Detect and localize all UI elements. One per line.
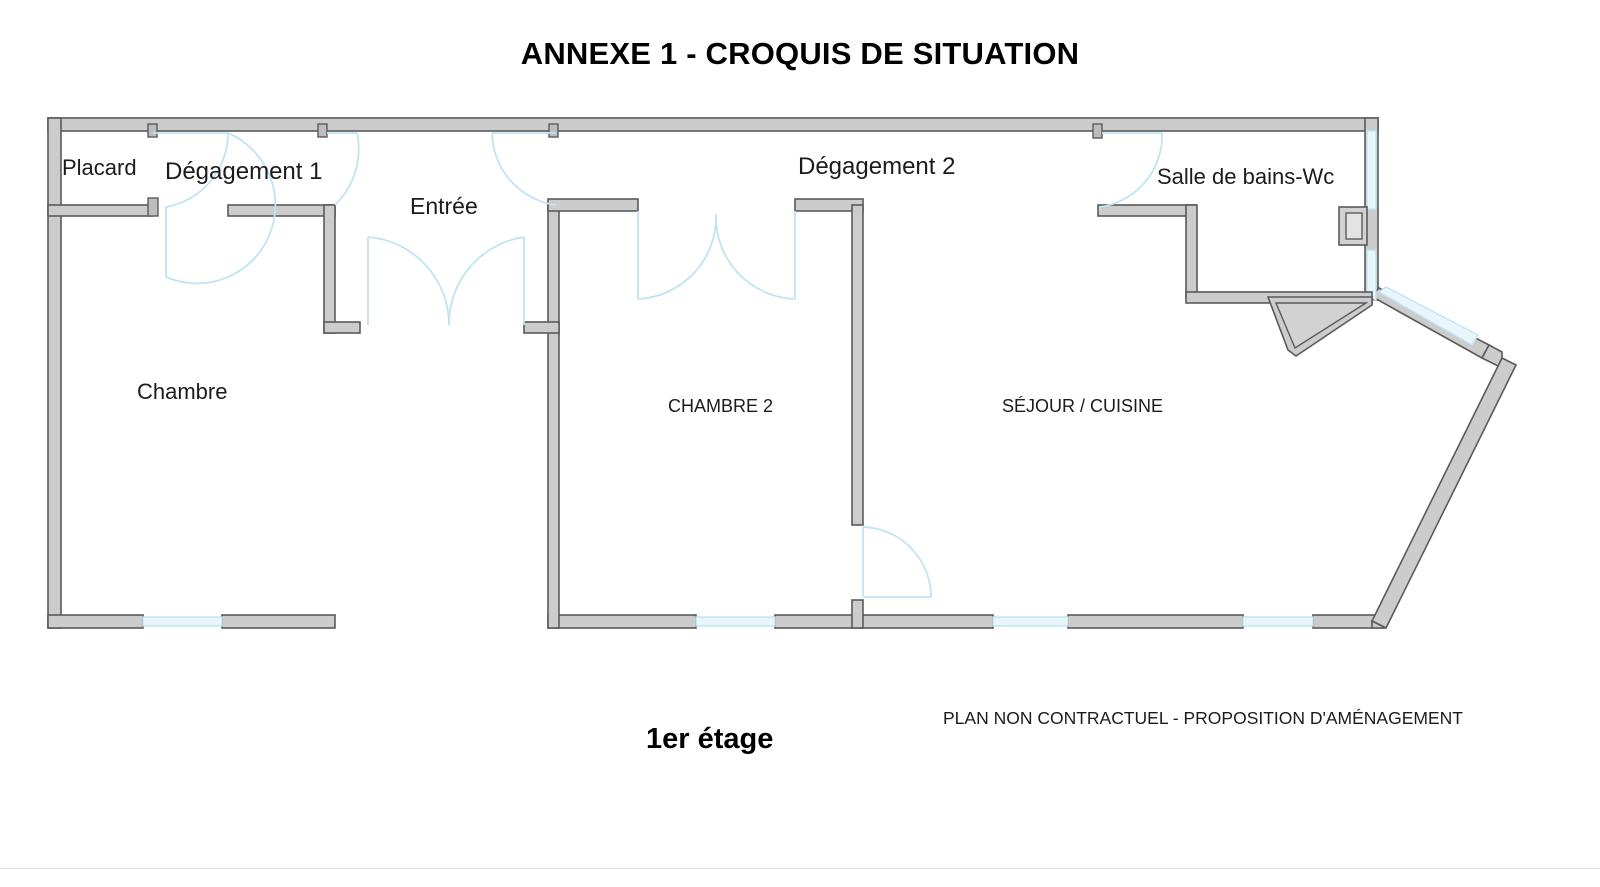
window-sejour-south-1 xyxy=(992,616,1069,627)
room-label-sejour-cuisine: SÉJOUR / CUISINE xyxy=(1002,396,1164,416)
room-label-chambre-2: CHAMBRE 2 xyxy=(668,396,774,416)
window-sdb-east-upper xyxy=(1366,130,1377,210)
bathroom-fixture-inner xyxy=(1345,212,1363,240)
room-label-chambre: Chambre xyxy=(137,379,228,404)
fixtures xyxy=(1266,206,1375,357)
room-label-entree: Entrée xyxy=(410,193,478,219)
window-chambre-south xyxy=(142,616,223,627)
windows xyxy=(142,130,1479,627)
room-label-placard: Placard xyxy=(62,155,137,180)
exterior-walls xyxy=(47,117,1518,630)
disclaimer-text: PLAN NON CONTRACTUEL - PROPOSITION D'AMÉ… xyxy=(943,708,1463,728)
bottom-divider xyxy=(0,868,1600,869)
room-label-degagement-2: Dégagement 2 xyxy=(798,153,956,180)
stair-triangle-face xyxy=(1274,302,1369,350)
page-title: ANNEXE 1 - CROQUIS DE SITUATION xyxy=(520,36,1080,71)
window-sejour-northeast xyxy=(1377,286,1479,346)
interior-walls xyxy=(47,123,1373,629)
door-swings xyxy=(153,132,1163,598)
room-label-degagement-1: Dégagement 1 xyxy=(165,158,323,185)
floor-level-caption: 1er étage xyxy=(646,723,774,755)
window-sejour-south-2 xyxy=(1242,616,1314,627)
room-label-salle-de-bains-wc: Salle de bains-Wc xyxy=(1157,164,1335,189)
window-chambre2-south xyxy=(695,616,776,627)
